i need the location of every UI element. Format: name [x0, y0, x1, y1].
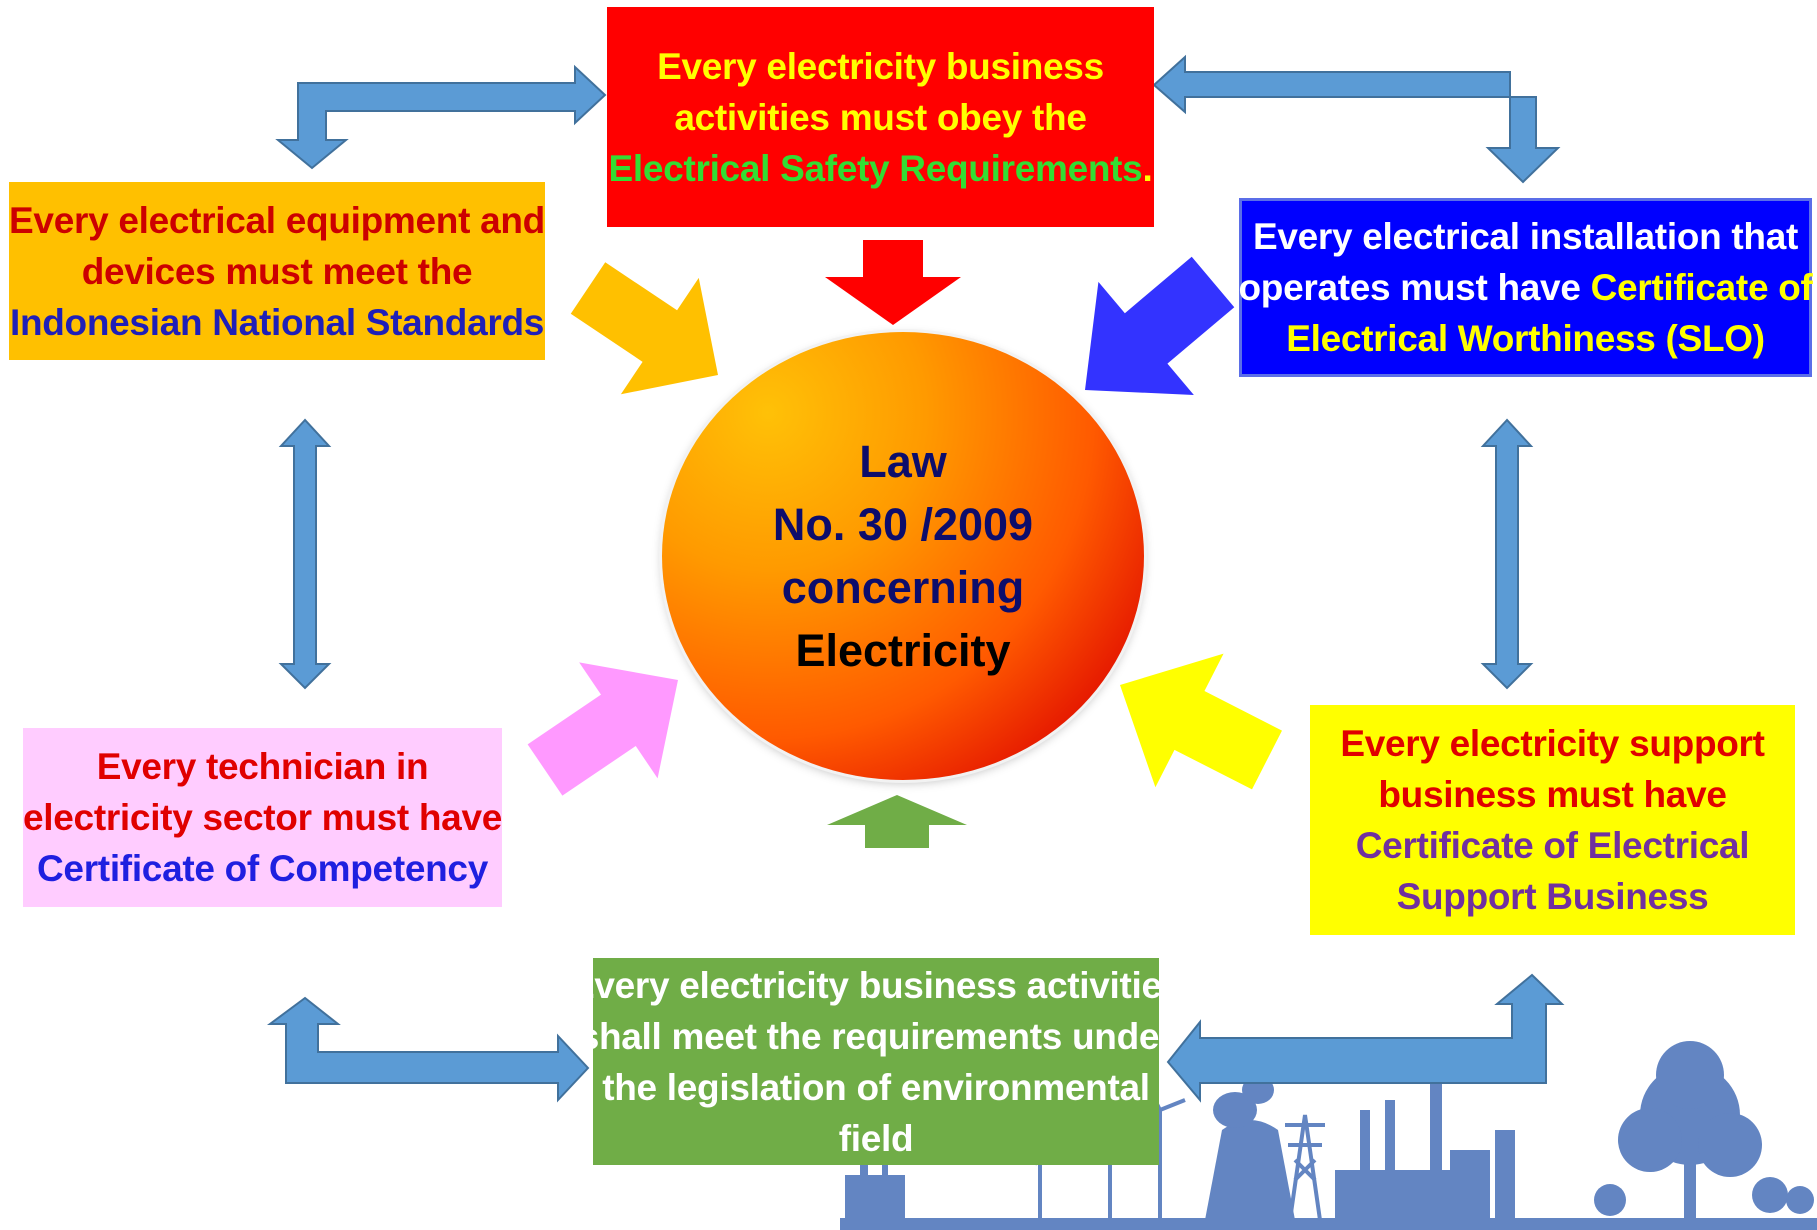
right-box-text: Every electrical installation that — [1252, 216, 1799, 257]
law-hub-circle: Law No. 30 /2009 concerning Electricity — [662, 332, 1144, 780]
bottom-box-text: shall meet the requirements under — [578, 1015, 1174, 1057]
top-box-text: Electrical Safety Requirements — [608, 147, 1143, 189]
left-box-line: Indonesian National Standards — [9, 297, 545, 348]
top-box-line: Electrical Safety Requirements. — [609, 143, 1153, 194]
pink-box-line: Every technician in — [23, 741, 502, 792]
pink-box-text: Certificate of Competency — [37, 848, 488, 889]
bottom-box-text: field — [838, 1117, 914, 1159]
bottom-box-text: the legislation of environmental — [602, 1066, 1150, 1108]
yellow-box-line: business must have — [1340, 769, 1764, 820]
arrow-top-inward — [825, 240, 961, 325]
top-box-line: activities must obey the — [609, 92, 1153, 143]
hub-line-concerning: concerning — [781, 562, 1025, 613]
connector-right-vertical — [1480, 418, 1534, 690]
yellow-box-text: Every electricity support — [1340, 723, 1765, 764]
support-business-box: Every electricity support business must h… — [1310, 705, 1795, 935]
left-box-text: devices must meet the — [81, 250, 473, 292]
top-box-text: activities must obey the — [674, 96, 1087, 138]
pink-box-line: electricity sector must have — [23, 792, 502, 843]
yellow-box-line: Every electricity support — [1340, 718, 1765, 769]
yellow-box-text: Certificate of Electrical — [1355, 825, 1750, 866]
slo-certificate-box: Every electrical installation that operat… — [1238, 198, 1813, 377]
arrow-bottom-left-inward — [527, 662, 678, 796]
right-box-line: operates must have Certificate of — [1238, 262, 1812, 313]
right-box-line: Electrical Worthiness (SLO) — [1238, 313, 1812, 364]
bottom-box-line: shall meet the requirements under — [570, 1011, 1182, 1062]
arrow-top-left-inward — [570, 262, 718, 395]
right-box-text: operates must have — [1238, 267, 1591, 308]
pink-box-line: Certificate of Competency — [23, 843, 502, 894]
connector-top-left — [275, 64, 607, 170]
safety-requirements-box: Every electricity business activities mus… — [607, 7, 1154, 227]
pink-box-text: Every technician in — [96, 746, 429, 787]
right-box-line: Every electrical installation that — [1238, 211, 1812, 262]
left-box-text: Indonesian National Standards — [9, 301, 545, 343]
competency-certificate-box: Every technician in electricity sector mu… — [23, 728, 502, 907]
bottom-box-line: Every electricity business activities — [570, 960, 1182, 1011]
right-box-text: Electrical Worthiness (SLO) — [1286, 318, 1765, 359]
bottom-box-line: field — [570, 1113, 1182, 1164]
yellow-box-line: Support Business — [1340, 871, 1764, 922]
arrow-top-right-inward — [1085, 256, 1235, 395]
left-box-line: Every electrical equipment and — [9, 195, 545, 246]
arrow-bottom-right-inward — [1120, 653, 1282, 790]
top-box-text: Every electricity business — [657, 45, 1104, 87]
hub-line-number: No. 30 /2009 — [772, 499, 1034, 550]
top-box-text: . — [1142, 147, 1153, 189]
connector-left-vertical — [278, 418, 332, 690]
left-box-line: devices must meet the — [9, 246, 545, 297]
right-box-text: Certificate of — [1590, 267, 1813, 308]
pink-box-text: electricity sector must have — [23, 797, 502, 838]
yellow-box-text: Support Business — [1396, 876, 1709, 917]
left-box-text: Every electrical equipment and — [9, 199, 545, 241]
national-standards-box: Every electrical equipment and devices mu… — [9, 182, 545, 360]
bottom-box-line: the legislation of environmental — [570, 1062, 1182, 1113]
arrow-bottom-inward — [827, 795, 967, 848]
yellow-box-line: Certificate of Electrical — [1340, 820, 1764, 871]
top-box-line: Every electricity business — [609, 41, 1153, 92]
environmental-requirements-box: Every electricity business activities sha… — [570, 958, 1182, 1165]
hub-line-law: Law — [859, 436, 947, 487]
connector-bottom-right — [1166, 973, 1565, 1103]
hub-line-electricity: Electricity — [795, 625, 1011, 676]
yellow-box-text: business must have — [1378, 774, 1727, 815]
bottom-box-text: Every electricity business activities — [569, 964, 1183, 1006]
connector-top-right — [1152, 54, 1561, 184]
connector-bottom-left — [266, 996, 590, 1103]
